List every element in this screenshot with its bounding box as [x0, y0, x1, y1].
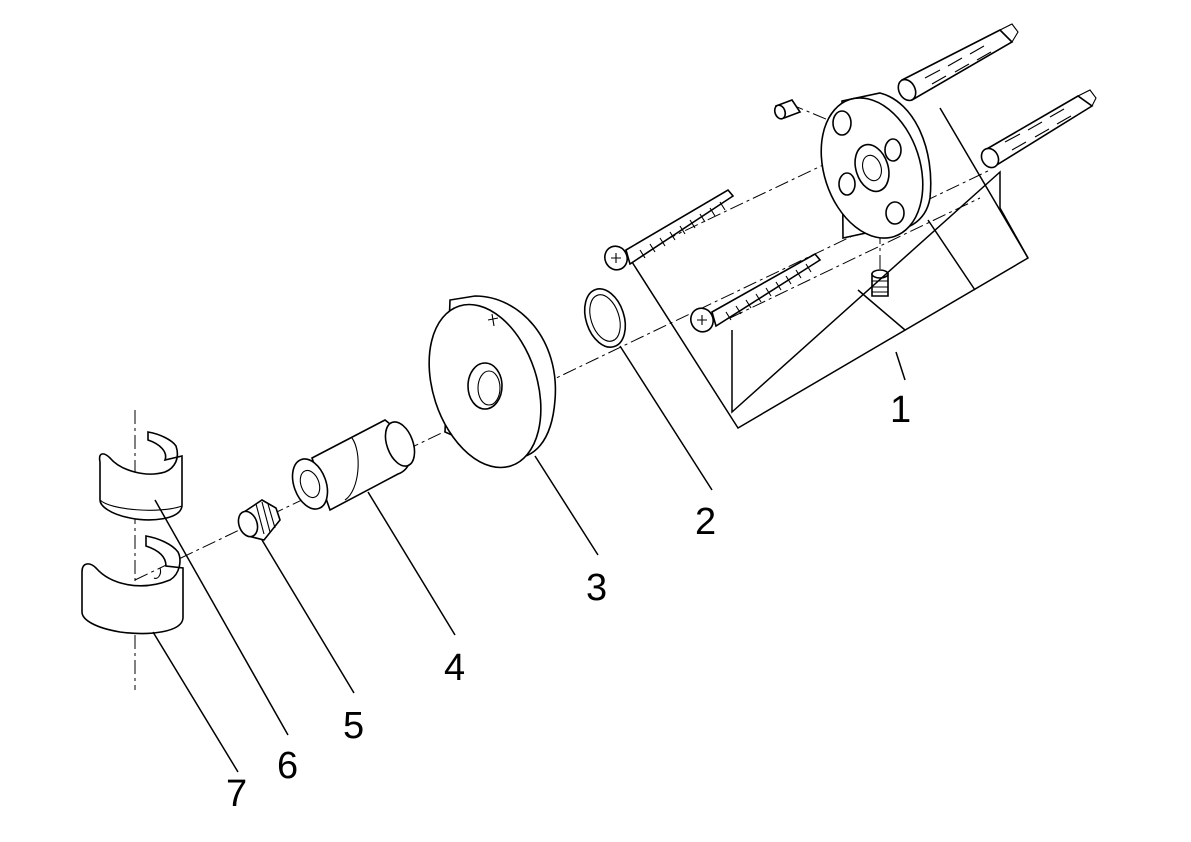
- part-5-threaded-nipple: [237, 499, 281, 541]
- wood-screw-upper: [604, 188, 735, 271]
- callout-3: 3: [586, 567, 607, 609]
- part-6-upper-shell: [98, 431, 183, 521]
- callout-numbers: 1 2 3 4 5 6 7: [226, 389, 911, 815]
- part-3-cover-rosette: [428, 295, 557, 469]
- part-4-extension-sleeve: [291, 419, 416, 512]
- part-1-mounting-set: [604, 23, 1097, 430]
- callout-2: 2: [695, 501, 716, 543]
- callout-6: 6: [277, 745, 298, 787]
- wood-screw-lower: [690, 252, 822, 333]
- wall-plug-upper: [897, 23, 1019, 102]
- leader-lines: [152, 345, 906, 773]
- wall-flange: [820, 92, 932, 239]
- part-7-lower-shell: [81, 535, 184, 635]
- callout-1: 1: [890, 389, 911, 431]
- callout-4: 4: [444, 647, 465, 689]
- part-2-o-ring: [583, 288, 627, 348]
- dowel-pin: [773, 99, 802, 120]
- wall-plug-lower: [980, 89, 1097, 169]
- callout-5: 5: [343, 705, 364, 747]
- callout-7: 7: [226, 773, 247, 815]
